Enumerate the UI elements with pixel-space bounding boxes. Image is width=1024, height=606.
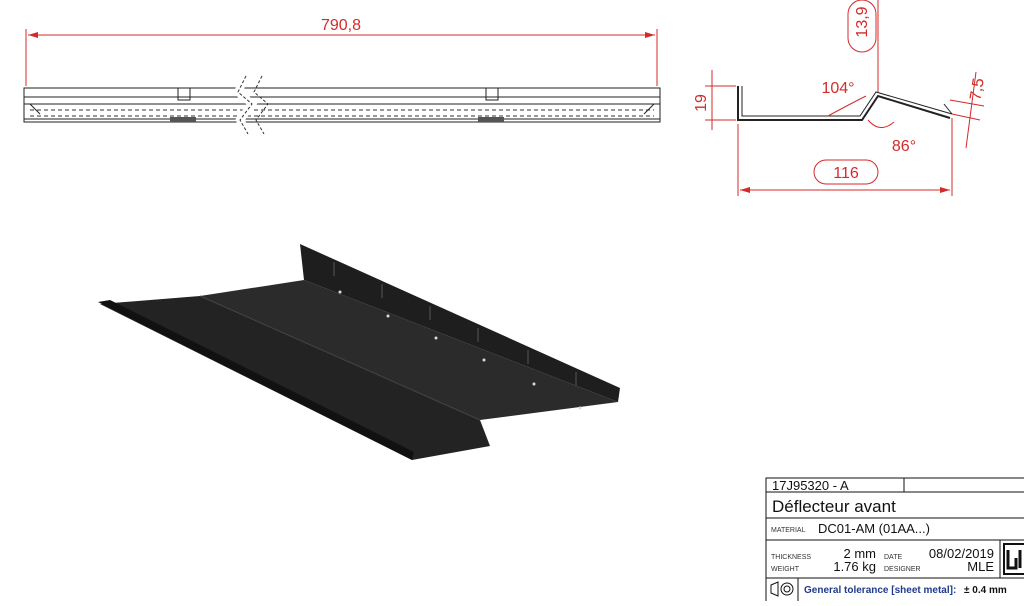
material-label: MATERIAL [771, 527, 806, 534]
profile-view: 13,9 19 104° 86° 7,5 116 [693, 0, 988, 196]
material-value: DC01-AM (01AA...) [818, 521, 930, 536]
projection-symbol-icon [770, 581, 794, 597]
angle-b-dimension: 86° [892, 138, 916, 155]
part-title: Déflecteur avant [772, 497, 896, 516]
tolerance-label: General tolerance [sheet metal]: [804, 585, 956, 596]
isometric-view [98, 244, 620, 460]
flange-dimension: 7,5 [967, 77, 988, 102]
company-logo [1003, 543, 1024, 575]
thickness-value: 2 mm [844, 546, 877, 561]
width-dimension: 116 [833, 165, 859, 182]
reference-number: 17J95320 - A [772, 478, 849, 493]
title-block: 17J95320 - A Déflecteur avant MATERIAL D… [765, 477, 1024, 606]
designer-value: MLE [967, 559, 994, 574]
weight-value: 1.76 kg [833, 559, 876, 574]
weight-label: WEIGHT [771, 566, 800, 573]
length-dimension: 790,8 [321, 17, 361, 34]
height-left-dimension: 19 [693, 94, 710, 112]
date-value: 08/02/2019 [929, 546, 994, 561]
designer-label: DESIGNER [884, 566, 921, 573]
thickness-label: THICKNESS [771, 554, 811, 561]
height-top-dimension: 13,9 [854, 6, 871, 37]
tolerance-value: ± 0.4 mm [964, 585, 1007, 596]
angle-a-dimension: 104° [821, 80, 854, 97]
top-view: 790,8 [23, 17, 661, 136]
date-label: DATE [884, 554, 902, 561]
